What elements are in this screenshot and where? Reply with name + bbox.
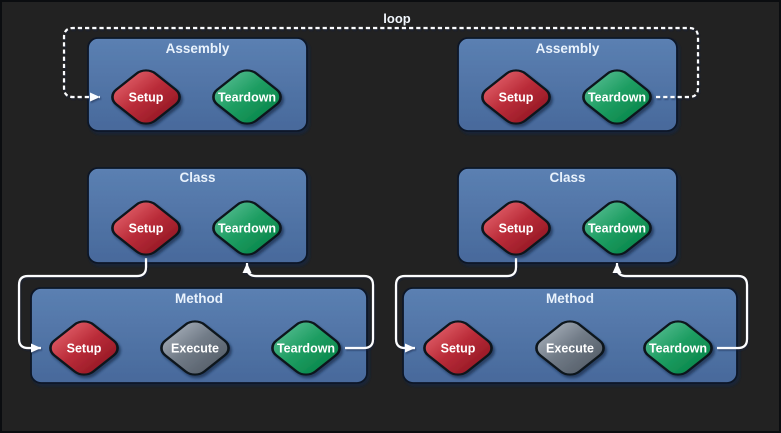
assembly-left-teardown-node: Teardown	[212, 69, 282, 125]
class-right-title: Class	[549, 170, 585, 185]
setup-diamond	[481, 69, 551, 125]
setup-diamond	[481, 200, 551, 256]
setup-diamond	[49, 320, 119, 376]
arrow-class-left-setup-to-method-left-setup	[17, 258, 148, 353]
method-left-title: Method	[175, 291, 223, 306]
arrow-method-right-teardown-to-class-right-teardown	[612, 263, 749, 350]
execute-diamond	[535, 320, 605, 376]
teardown-label: Teardown	[218, 91, 276, 105]
setup-label: Setup	[441, 342, 476, 356]
method-right-setup-node: Setup	[423, 320, 493, 376]
method-right-execute-node: Execute	[535, 320, 605, 376]
assembly-right-setup-node: Setup	[481, 69, 551, 125]
class-left-title: Class	[179, 170, 215, 185]
setup-label: Setup	[499, 222, 534, 236]
setup-diamond	[111, 69, 181, 125]
setup-label: Setup	[129, 222, 164, 236]
class-right-setup-node: Setup	[481, 200, 551, 256]
setup-diamond	[111, 200, 181, 256]
class-box-left: Class	[87, 167, 308, 264]
execute-label: Execute	[546, 342, 594, 356]
arrow-class-right-setup-to-method-right-setup	[394, 258, 518, 353]
teardown-label: Teardown	[649, 342, 707, 356]
assembly-right-teardown-node: Teardown	[582, 69, 652, 125]
assembly-box-right: Assembly	[457, 37, 678, 132]
teardown-label: Teardown	[277, 342, 335, 356]
teardown-label: Teardown	[218, 222, 276, 236]
method-left-setup-node: Setup	[49, 320, 119, 376]
setup-label: Setup	[129, 91, 164, 105]
setup-diamond	[423, 320, 493, 376]
teardown-diamond	[582, 69, 652, 125]
arrow-method-left-teardown-to-class-left-teardown	[242, 263, 375, 350]
teardown-diamond	[271, 320, 341, 376]
connectors	[17, 26, 749, 353]
assembly-left-title: Assembly	[166, 41, 230, 56]
execute-label: Execute	[171, 342, 219, 356]
assembly-left-setup-node: Setup	[111, 69, 181, 125]
teardown-diamond	[643, 320, 713, 376]
teardown-label: Teardown	[588, 91, 646, 105]
class-left-setup-node: Setup	[111, 200, 181, 256]
class-box-right: Class	[457, 167, 678, 264]
assembly-right-title: Assembly	[536, 41, 600, 56]
class-left-teardown-node: Teardown	[212, 200, 282, 256]
method-right-teardown-node: Teardown	[643, 320, 713, 376]
method-left-teardown-node: Teardown	[271, 320, 341, 376]
execute-diamond	[160, 320, 230, 376]
teardown-diamond	[212, 200, 282, 256]
loop-dashed-path	[62, 26, 700, 102]
setup-label: Setup	[67, 342, 102, 356]
class-right-teardown-node: Teardown	[582, 200, 652, 256]
loop-label: loop	[383, 11, 410, 26]
teardown-diamond	[582, 200, 652, 256]
method-left-execute-node: Execute	[160, 320, 230, 376]
teardown-label: Teardown	[588, 222, 646, 236]
method-right-title: Method	[546, 291, 594, 306]
setup-label: Setup	[499, 91, 534, 105]
teardown-diamond	[212, 69, 282, 125]
assembly-box-left: Assembly	[87, 37, 308, 132]
